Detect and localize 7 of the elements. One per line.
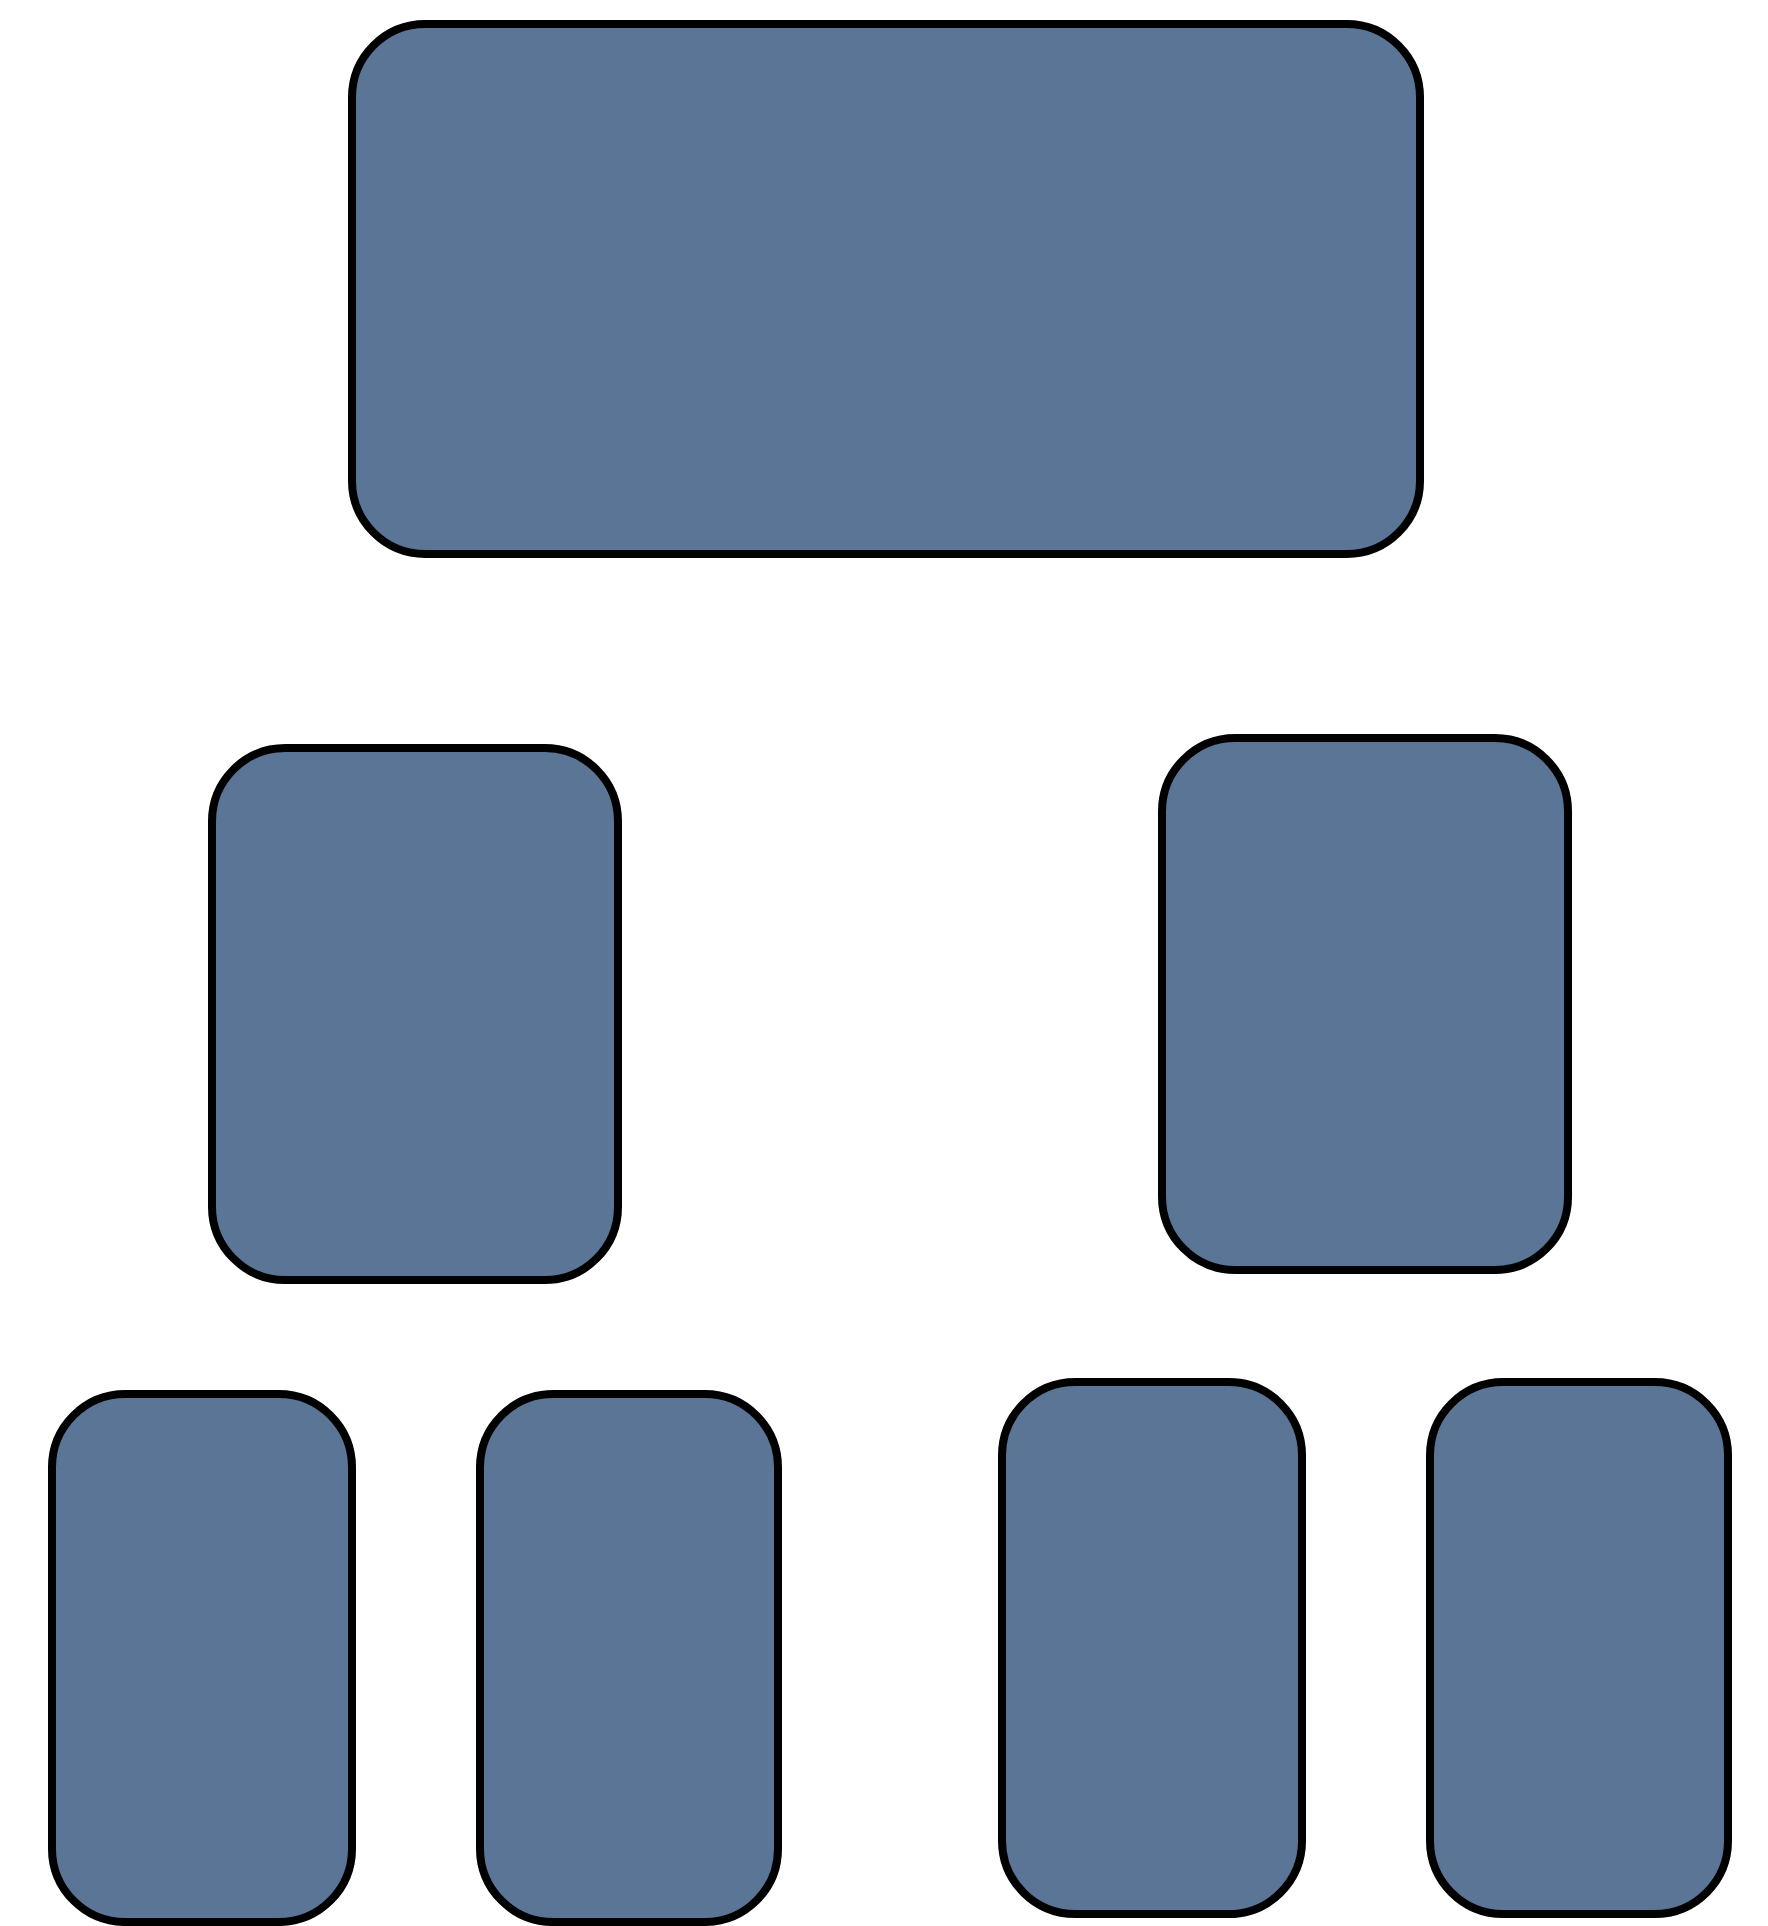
empty-box	[476, 1390, 782, 1926]
empty-box	[348, 20, 1424, 558]
empty-box	[998, 1378, 1306, 1919]
empty-box	[208, 744, 622, 1284]
empty-box	[1426, 1378, 1732, 1919]
empty-box	[1158, 734, 1572, 1274]
empty-box	[48, 1390, 356, 1926]
